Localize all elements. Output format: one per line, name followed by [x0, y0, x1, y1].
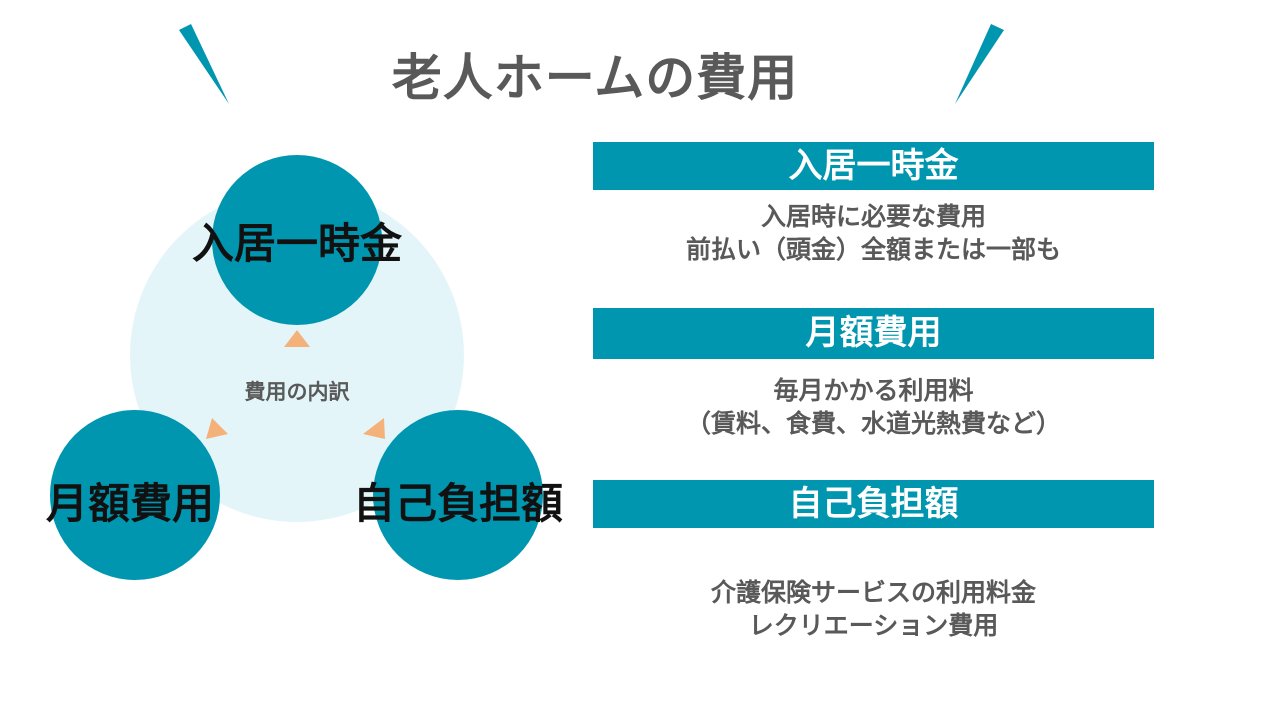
left-spike-decoration [179, 24, 229, 104]
node-label-monthly-fee: 月額費用 [45, 479, 214, 528]
node-circle-initial-fee [212, 155, 382, 325]
desc-line: 毎月かかる利用料 [773, 376, 974, 405]
desc-line: レクリエーション費用 [748, 611, 999, 640]
node-circle-copay [373, 410, 543, 580]
arrow-down-left-icon [206, 418, 228, 439]
section-heading-monthly-fee: 月額費用 [593, 308, 1154, 359]
section-desc-monthly-fee: 毎月かかる利用料 （賃料、食費、水道光熱費など） [593, 374, 1154, 440]
node-circle-monthly-fee [50, 410, 220, 580]
arrow-up-icon [284, 330, 310, 347]
center-label: 費用の内訳 [244, 380, 350, 404]
desc-line: 入居時に必要な費用 [760, 202, 986, 231]
arrow-down-right-icon [363, 418, 385, 439]
node-label-initial-fee: 入居一時金 [191, 219, 402, 268]
desc-line: 介護保険サービスの利用料金 [710, 578, 1036, 607]
section-heading-copay: 自己負担額 [593, 480, 1154, 528]
section-heading-initial-fee: 入居一時金 [593, 142, 1154, 190]
right-spike-decoration [955, 24, 1004, 104]
desc-line: 前払い（頭金）全額または一部も [685, 235, 1061, 264]
page-title: 老人ホームの費用 [391, 49, 799, 107]
section-desc-copay: 介護保険サービスの利用料金 レクリエーション費用 [593, 576, 1154, 642]
node-label-copay: 自己負担額 [352, 479, 563, 528]
desc-line: （賃料、食費、水道光熱費など） [685, 409, 1061, 438]
section-desc-initial-fee: 入居時に必要な費用 前払い（頭金）全額または一部も [593, 200, 1154, 266]
